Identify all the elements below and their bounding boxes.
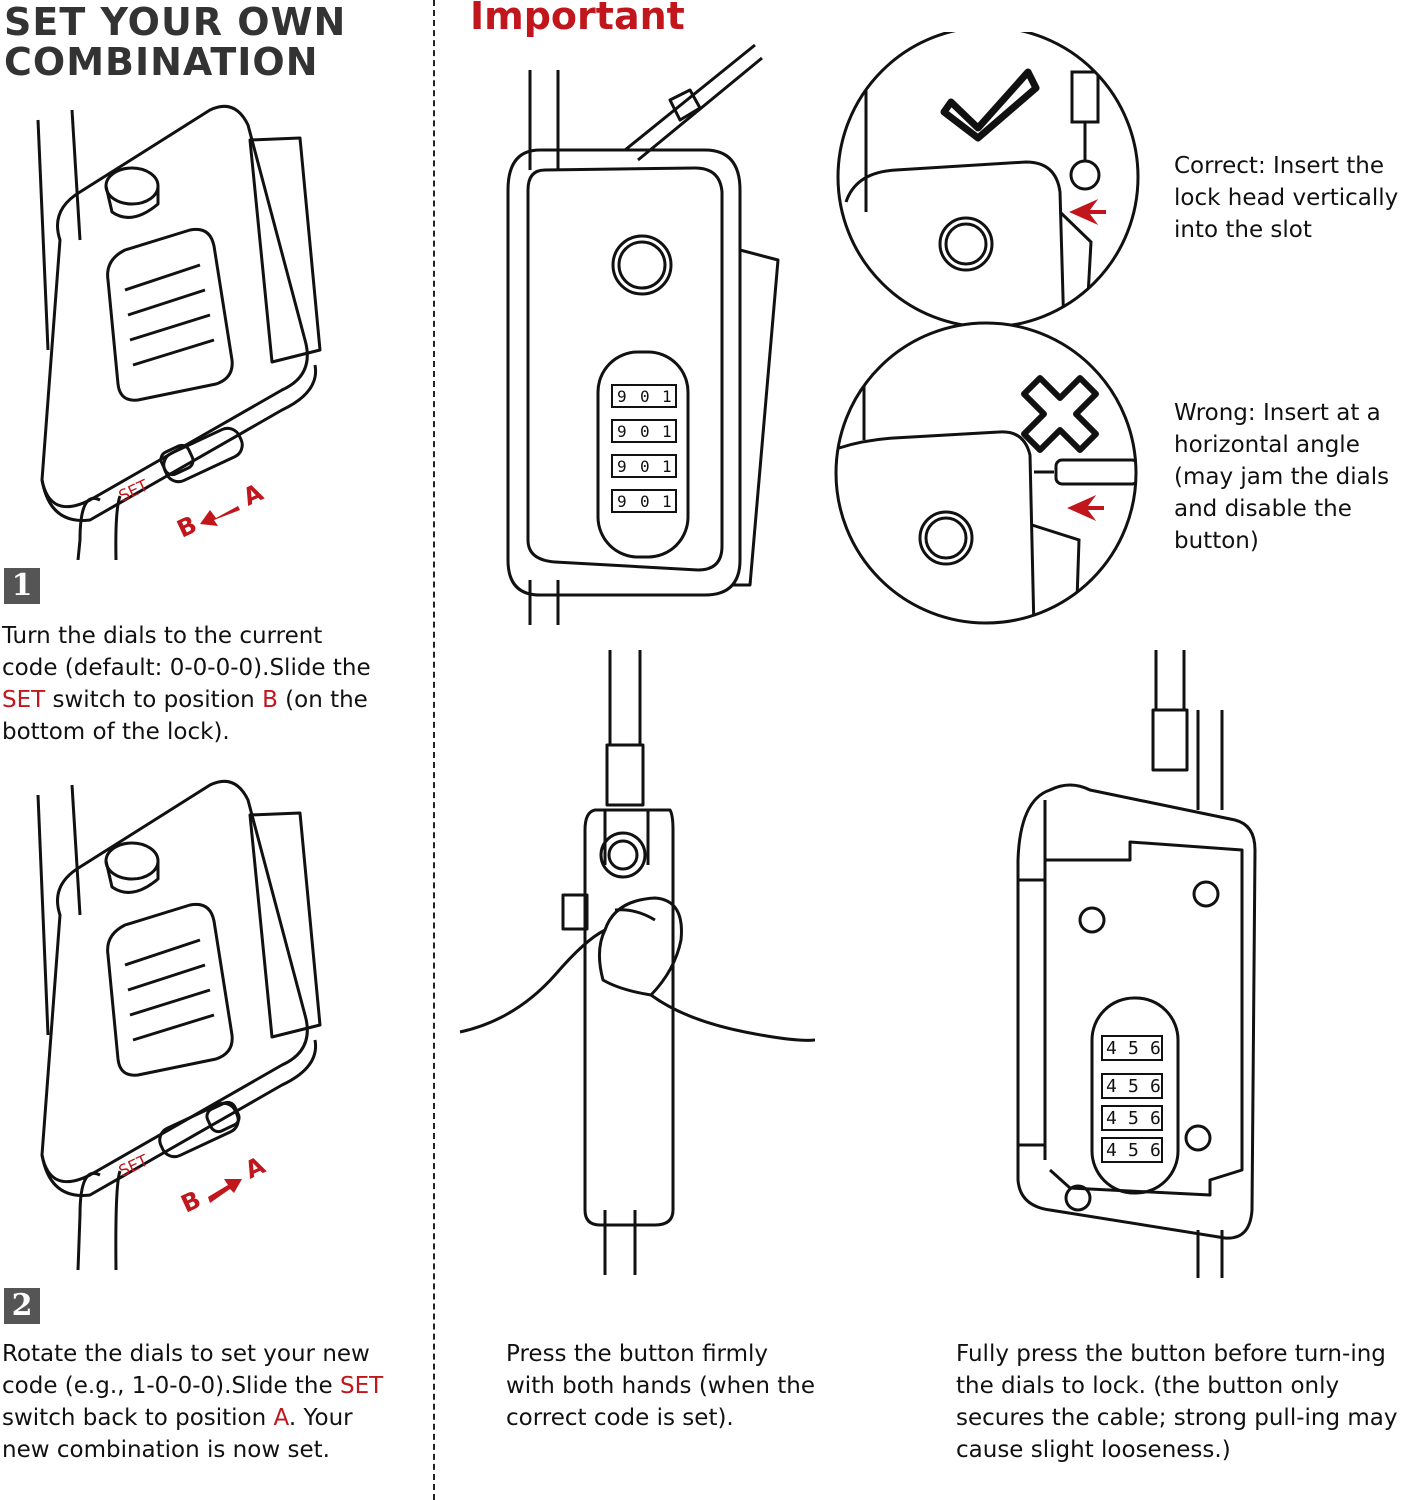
correct-insertion-illustration [836,32,1146,332]
step-1-text: Turn the dials to the current code (defa… [2,623,371,745]
red-arrow-icon [1069,199,1106,225]
wrong-text: Wrong: Insert at a horizontal angle (may… [1174,400,1390,554]
arrow-left-icon [200,506,240,526]
svg-text:9: 9 [617,422,627,441]
svg-text:5: 5 [1128,1038,1139,1059]
lock-set-b-illustration: SET B A [20,100,350,560]
heading-line-2: COMBINATION [4,40,319,84]
svg-text:0: 0 [640,422,650,441]
svg-text:4: 4 [1106,1108,1117,1129]
svg-text:4: 4 [1106,1076,1117,1097]
heading-line-1: SET YOUR OWN [4,0,347,44]
svg-text:9: 9 [617,492,627,511]
svg-text:6: 6 [1150,1108,1161,1129]
step-2-badge: 2 [4,1288,40,1324]
svg-text:1: 1 [662,387,672,406]
svg-text:1: 1 [662,422,672,441]
step-1-badge: 1 [4,568,40,604]
svg-text:0: 0 [640,492,650,511]
a-label-1: A [239,478,268,511]
position-b-keyword: B [262,687,278,713]
set-keyword: SET [2,687,46,713]
a-label-2: A [241,1151,270,1184]
press-button-hand-illustration [455,650,815,1280]
svg-text:5: 5 [1128,1108,1139,1129]
svg-text:1: 1 [662,492,672,511]
svg-text:5: 5 [1128,1140,1139,1161]
svg-text:1: 1 [662,457,672,476]
svg-text:9: 9 [617,457,627,476]
wrong-insertion-illustration [834,320,1144,630]
dashed-divider [433,0,435,1500]
red-arrow-icon [1067,495,1104,521]
svg-text:4: 4 [1106,1038,1117,1059]
arrow-right-icon [208,1179,242,1203]
svg-text:6: 6 [1150,1038,1161,1059]
set-keyword: SET [339,1373,384,1399]
b-label-1: B [173,510,201,543]
svg-text:6: 6 [1150,1076,1161,1097]
important-heading: Important [470,0,685,38]
correct-text: Correct: Insert the lock head vertically… [1174,153,1399,243]
svg-text:0: 0 [640,387,650,406]
check-mark-icon [940,68,1040,142]
set-label-1: SET [116,476,151,506]
position-a-keyword: A [273,1405,289,1431]
step-2-text: Rotate the dials to set your new code (e… [2,1341,384,1463]
lock-set-a-illustration: SET B A [20,775,350,1275]
set-label-2: SET [116,1151,151,1181]
svg-text:9: 9 [617,387,627,406]
svg-text:0: 0 [640,457,650,476]
cross-mark-icon [1021,375,1099,453]
press-button-text: Press the button firmly with both hands … [506,1341,815,1431]
svg-text:5: 5 [1128,1076,1139,1097]
b-label-2: B [177,1185,205,1218]
svg-text:4: 4 [1106,1140,1117,1161]
set-combination-heading: SET YOUR OWN COMBINATION [4,2,346,82]
fully-press-text: Fully press the button before turn-ing t… [956,1341,1398,1463]
svg-text:6: 6 [1150,1140,1161,1161]
